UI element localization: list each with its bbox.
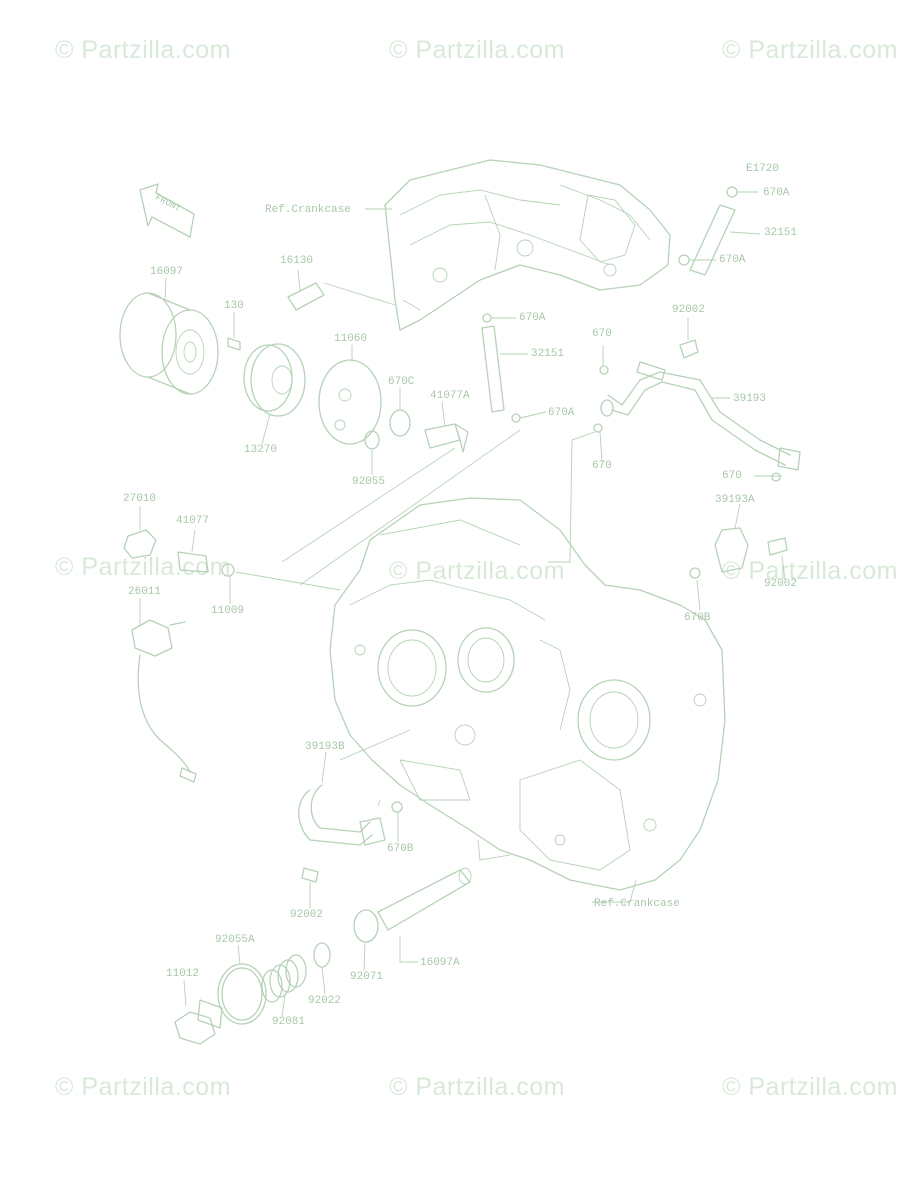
part-label: 13270: [244, 444, 278, 456]
part-label: 670A: [548, 407, 575, 419]
lower-crankcase-outline: [329, 497, 726, 891]
part-label: 92002: [290, 909, 324, 921]
front-arrow-text: FRONT: [154, 193, 183, 215]
part-label: 670C: [388, 376, 415, 388]
part-label: 41077: [176, 515, 210, 527]
part-label: 92055: [352, 476, 386, 488]
part-label: 11012: [166, 968, 200, 980]
part-label: 26011: [128, 586, 162, 598]
part-label: 39193B: [305, 741, 345, 753]
part-label: 670A: [719, 254, 746, 266]
part-label: 670A: [763, 187, 790, 199]
watermark: © Partzilla.com: [389, 1073, 565, 1101]
part-label: Ref.Crankcase: [265, 204, 351, 216]
watermark: © Partzilla.com: [55, 553, 231, 581]
part-label: 670: [592, 460, 612, 472]
part-label: 670: [592, 328, 612, 340]
watermark: © Partzilla.com: [722, 1073, 898, 1101]
part-label: 92071: [350, 971, 384, 983]
part-label: 32151: [764, 227, 798, 239]
part-label: 670B: [684, 612, 711, 624]
part-label: 39193A: [715, 494, 755, 506]
watermark: © Partzilla.com: [55, 1073, 231, 1101]
oil-pipe-39193: [600, 361, 801, 471]
part-label: 39193: [733, 393, 767, 405]
part-label: 92002: [764, 578, 798, 590]
part-label: 92022: [308, 995, 342, 1007]
watermark: © Partzilla.com: [55, 36, 231, 64]
watermark: © Partzilla.com: [389, 36, 565, 64]
part-label: 16130: [280, 255, 314, 267]
oil-filter-16097: [119, 292, 219, 395]
part-label: 11060: [334, 333, 368, 345]
watermark: © Partzilla.com: [389, 557, 565, 585]
part-label: 27010: [123, 493, 157, 505]
part-label: 670B: [387, 843, 414, 855]
leader-lines: [139, 191, 786, 1017]
part-label: 130: [224, 300, 244, 312]
diagram-code: E1720: [746, 163, 780, 175]
part-label: 670: [722, 470, 742, 482]
front-arrow-icon: FRONT: [139, 183, 195, 238]
part-label: Ref.Crankcase: [594, 898, 680, 910]
part-label: 92002: [672, 304, 706, 316]
watermark: © Partzilla.com: [722, 36, 898, 64]
spring-92081: [261, 954, 307, 1003]
part-label: 32151: [531, 348, 565, 360]
part-label: 92055A: [215, 934, 255, 946]
part-label: 16097A: [420, 957, 460, 969]
part-label: 16097: [150, 266, 184, 278]
part-label: 11009: [211, 605, 245, 617]
part-label: 92081: [272, 1016, 306, 1028]
part-label: 670A: [519, 312, 546, 324]
part-label: 41077A: [430, 390, 470, 402]
watermark: © Partzilla.com: [722, 557, 898, 585]
upper-crankcase-outline: [384, 159, 671, 331]
